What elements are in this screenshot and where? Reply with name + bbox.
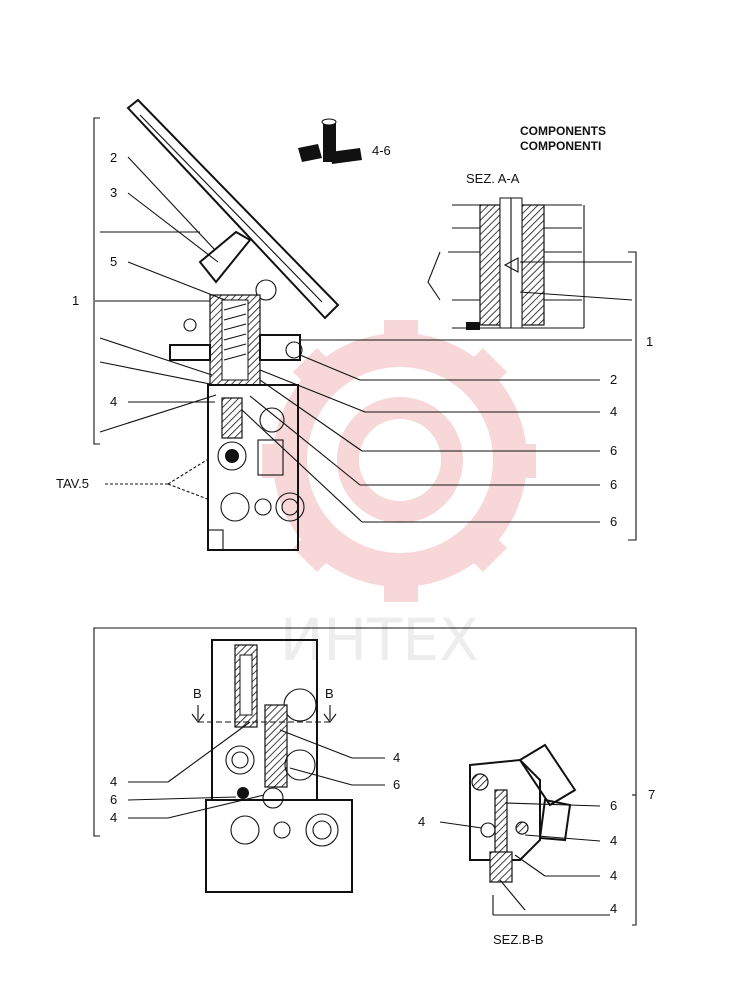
callout-4-upper-right: 4 [610, 404, 617, 419]
callouts-upper-left: 2 3 5 1 4 [72, 150, 226, 433]
callout-6-lower-left: 6 [110, 792, 117, 807]
callout-6a-upper-right: 6 [610, 443, 617, 458]
callout-6c-upper-right: 6 [610, 514, 617, 529]
callout-1-upper-right: 1 [646, 334, 653, 349]
callout-2-upper-right: 2 [610, 372, 617, 387]
callouts-lower-right: 7 6 4 4 4 4 [418, 787, 655, 916]
watermark: ИНТЕХ [262, 320, 536, 674]
section-bb-label: SEZ.B-B [493, 932, 544, 947]
callout-4b-lower-right: 4 [610, 833, 617, 848]
lower-assembly [93, 627, 637, 926]
section-bb-view [469, 743, 610, 916]
callout-4b-lower-left: 4 [110, 810, 117, 825]
kit-ref-label: 4-6 [372, 143, 391, 158]
callout-3-upper-left: 3 [110, 185, 117, 200]
callout-2-upper-left: 2 [110, 150, 117, 165]
table-ref-label: TAV.5 [56, 476, 89, 491]
callout-4-upper-left: 4 [110, 394, 117, 409]
gear-logo-icon [262, 320, 536, 602]
callouts-upper-right: 1 2 4 6 6 6 [241, 251, 653, 541]
section-marker-b-right: B [325, 686, 334, 701]
callout-4d-lower-right: 4 [610, 901, 617, 916]
callout-4a-lower-left: 4 [110, 774, 117, 789]
components-label-en: COMPONENTS [520, 124, 606, 138]
components-label-it: COMPONENTI [520, 139, 601, 153]
callout-4a-lower-right: 4 [418, 814, 425, 829]
callouts-lower-mid: 4 6 [279, 729, 400, 792]
callout-5-upper-left: 5 [110, 254, 117, 269]
section-aa-label: SEZ. A-A [466, 171, 520, 186]
callout-6-lower-right: 6 [610, 798, 617, 813]
kit-icon [298, 118, 362, 164]
callout-4-lower-mid: 4 [393, 750, 400, 765]
upper-assembly [93, 98, 340, 551]
section-marker-b-left: B [193, 686, 202, 701]
callout-4c-lower-right: 4 [610, 868, 617, 883]
callout-7-lower-right: 7 [648, 787, 655, 802]
callout-6b-upper-right: 6 [610, 477, 617, 492]
callouts-lower-left: 4 6 4 [110, 721, 265, 825]
section-aa-view [427, 197, 585, 330]
callout-1-upper-left: 1 [72, 293, 79, 308]
callout-6-lower-mid: 6 [393, 777, 400, 792]
